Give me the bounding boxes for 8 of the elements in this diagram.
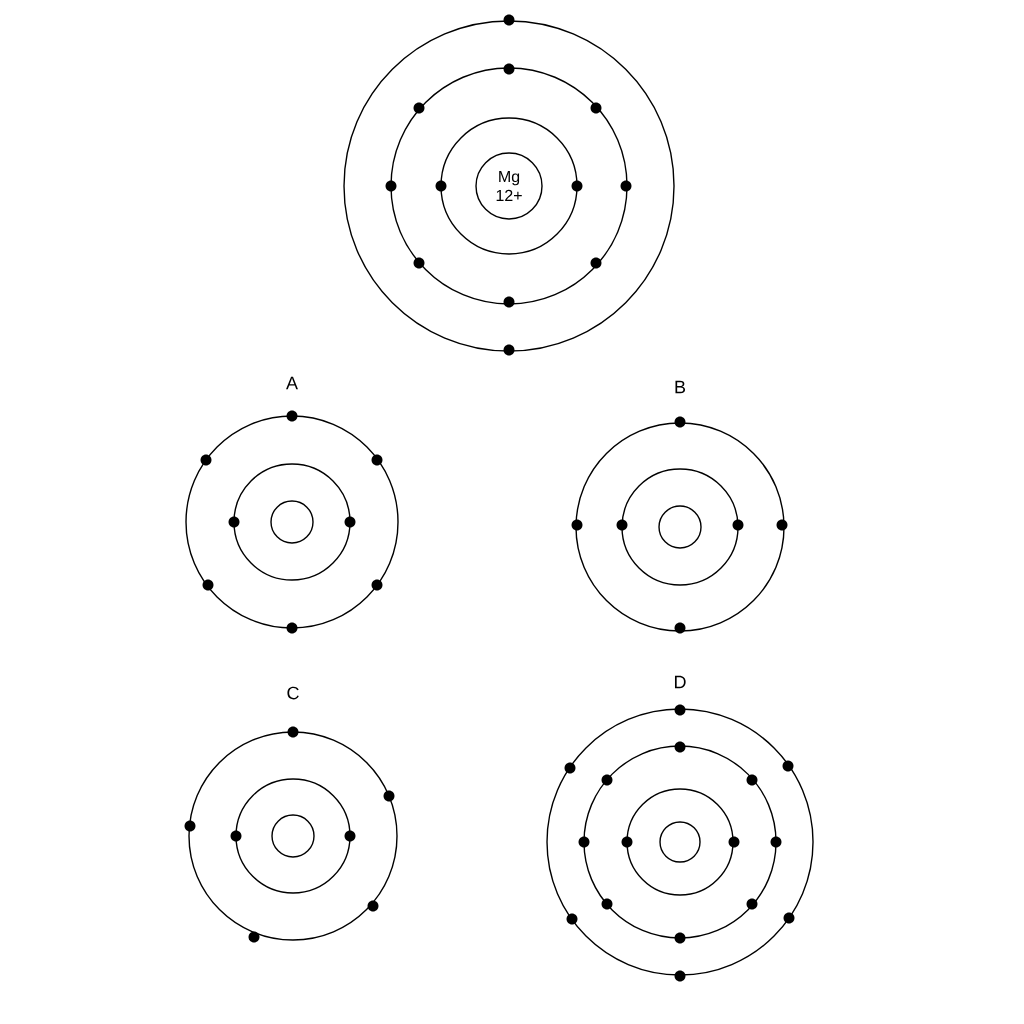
option-label: A xyxy=(286,376,298,390)
nucleus-circle xyxy=(270,500,314,544)
nucleus-circle xyxy=(659,821,701,863)
nucleus-circle xyxy=(271,814,315,858)
option-label: D xyxy=(675,675,686,689)
nucleus-circle xyxy=(658,505,702,549)
option-label: B xyxy=(675,380,686,394)
option-label: C xyxy=(287,686,299,700)
